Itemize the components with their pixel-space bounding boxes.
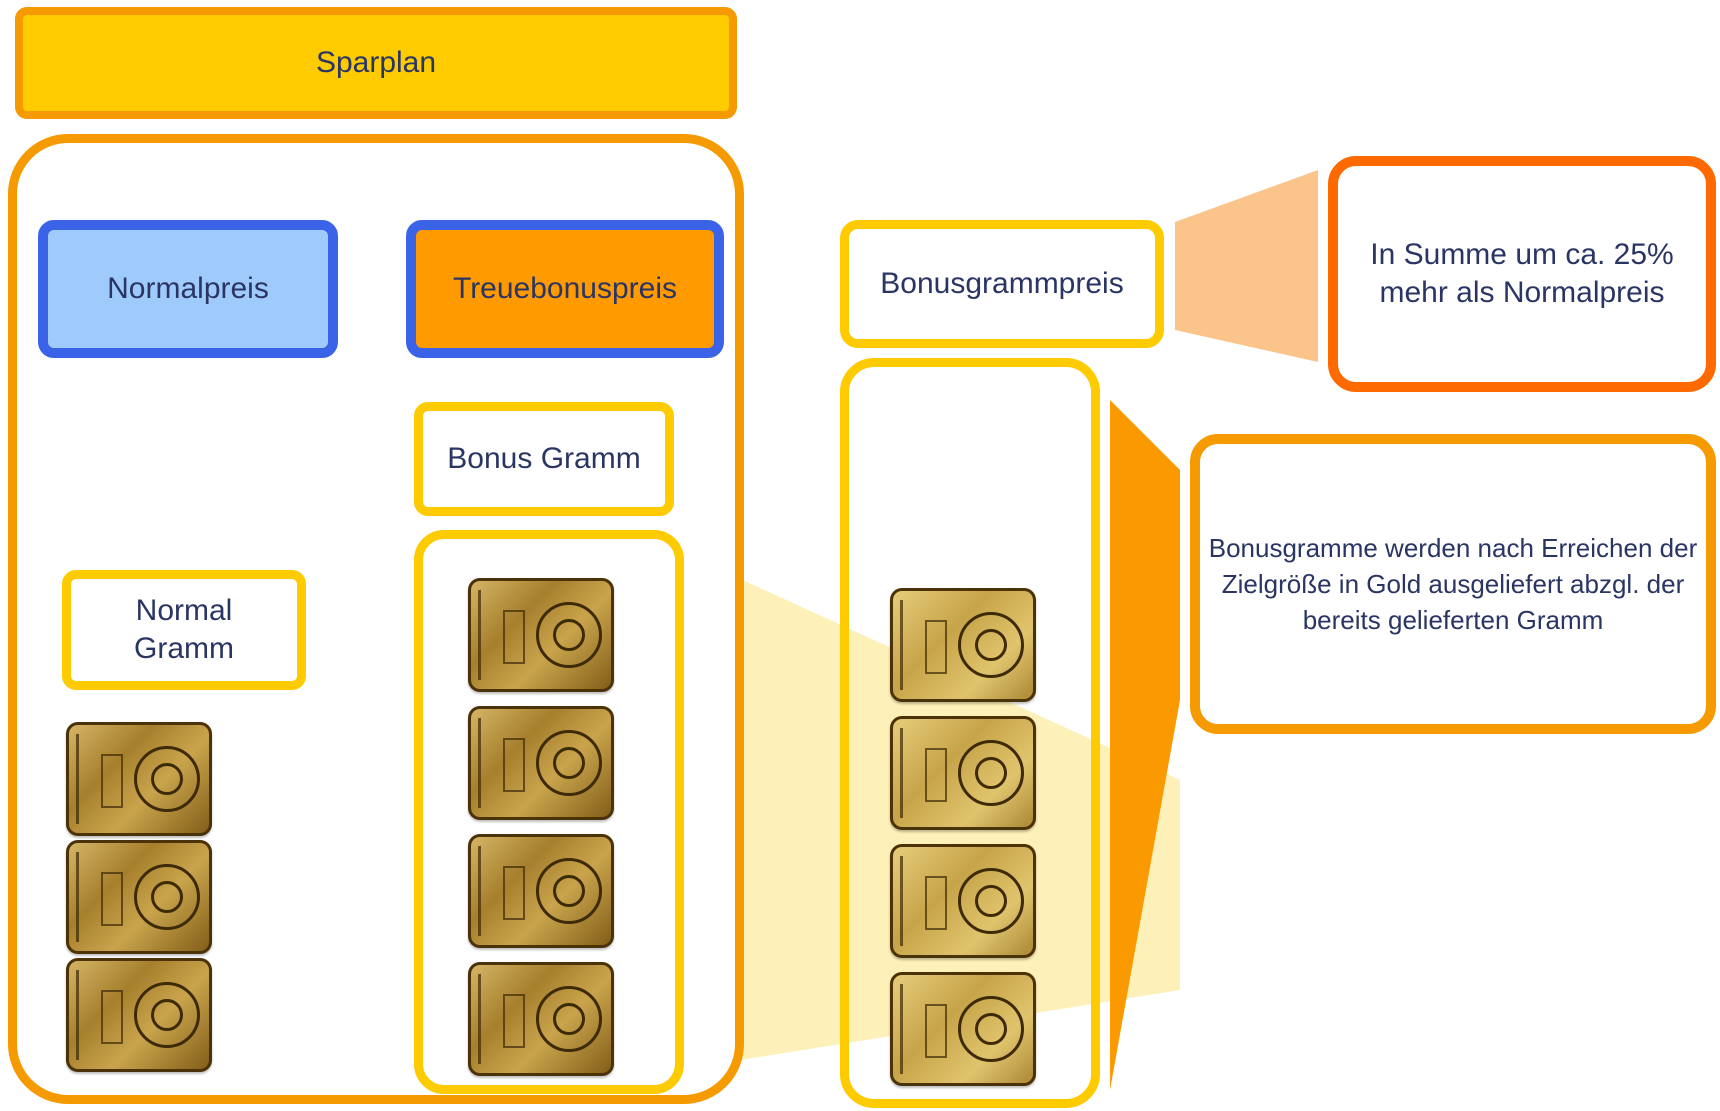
gold-bar-icon: [468, 834, 614, 948]
gold-bar-icon: [890, 588, 1036, 702]
summary-note-text: In Summe um ca. 25% mehr als Normalpreis: [1370, 238, 1674, 309]
gold-bar-icon: [468, 962, 614, 1076]
summary-note-box: In Summe um ca. 25% mehr als Normalpreis: [1328, 156, 1716, 392]
bonus-bars-column: [414, 530, 684, 1094]
gold-bar-icon: [468, 578, 614, 692]
bonus-price-bars-column: [840, 358, 1100, 1108]
gold-bar-icon: [66, 958, 212, 1072]
header-title: Sparplan: [315, 46, 437, 79]
gold-bar-icon: [890, 844, 1036, 958]
gold-bar-icon: [468, 706, 614, 820]
loyalty-price-box: Treuebonuspreis: [406, 220, 724, 358]
normal-gram-label: Normal Gramm: [134, 594, 234, 665]
bonus-gram-box: Bonus Gramm: [414, 402, 674, 516]
loyalty-price-label: Treuebonuspreis: [452, 272, 678, 305]
gold-bar-icon: [66, 722, 212, 836]
gold-bar-icon: [890, 716, 1036, 830]
bonus-gram-price-label: Bonusgrammpreis: [880, 267, 1124, 300]
delivery-note-text: Bonusgramme werden nach Erreichen der Zi…: [1208, 533, 1698, 635]
delivery-note-box: Bonusgramme werden nach Erreichen der Zi…: [1190, 434, 1716, 734]
sparplan-header: Sparplan: [15, 7, 737, 119]
bonus-gram-label: Bonus Gramm: [447, 442, 641, 475]
summary-funnel: [1175, 170, 1318, 362]
bonus-gram-price-box: Bonusgrammpreis: [840, 220, 1164, 348]
normal-price-label: Normalpreis: [107, 272, 269, 305]
delivery-funnel: [1110, 400, 1180, 1090]
normal-gram-box: Normal Gramm: [62, 570, 306, 690]
normal-price-box: Normalpreis: [38, 220, 338, 358]
gold-bar-icon: [66, 840, 212, 954]
gold-bar-icon: [890, 972, 1036, 1086]
